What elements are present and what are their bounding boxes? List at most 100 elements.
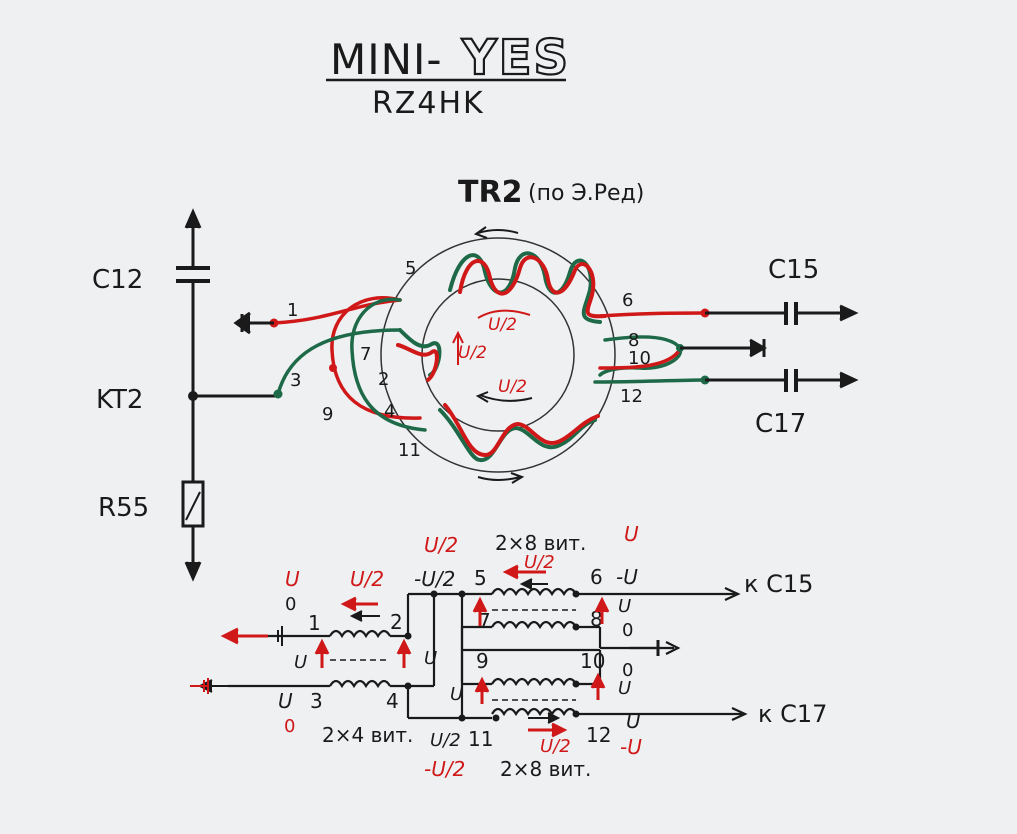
- u-top-right-red: U: [624, 522, 639, 546]
- pin10-schem: 10: [580, 649, 605, 673]
- pin3-schem: 3: [310, 689, 323, 713]
- pin-label-6: 6: [622, 290, 633, 311]
- arrow-up-icon: [184, 208, 202, 229]
- callsign: RZ4HK: [372, 86, 485, 121]
- red-wire-loop: [330, 296, 422, 420]
- green-winding-top: [448, 251, 602, 324]
- pin-label-8: 8: [628, 330, 639, 351]
- coil-9-10: [491, 677, 577, 687]
- c17-label: C17: [755, 409, 806, 439]
- transformer-title: TR2 (по Э.Ред): [458, 175, 644, 210]
- u-left-red: U: [285, 567, 300, 591]
- zero-left-bottom-red: 0: [284, 716, 295, 737]
- minus-half-u-bottom-red: -U/2: [424, 757, 465, 781]
- r55-label: R55: [98, 493, 149, 523]
- pin11-schem: 11: [468, 727, 493, 751]
- ground-schem-left-icon: [190, 678, 209, 694]
- minus-half-u-left: -U/2: [414, 567, 455, 591]
- green-winding-bottom: [438, 408, 597, 462]
- half-u-bottom-red: U/2: [540, 736, 571, 757]
- ground-schem-left-top-icon: [277, 626, 283, 646]
- left-wires: [272, 296, 427, 432]
- half-u-top-red: U/2: [424, 533, 458, 557]
- to-c15-label: к C15: [744, 570, 813, 598]
- rotation-arrowhead-top-icon: [473, 226, 488, 239]
- right-wires: [593, 311, 707, 384]
- left-vertical-chain: [176, 208, 278, 582]
- c15-capacitor: [705, 302, 859, 325]
- half-label-left: U/2: [458, 343, 487, 363]
- toroid-outer: [380, 237, 616, 473]
- core-coupling-lines: [330, 609, 576, 701]
- u-right-12: U: [626, 709, 641, 733]
- red-winding-left: [396, 343, 439, 382]
- red-wire-pin1: [272, 298, 402, 325]
- to-c17-label: к C17: [758, 700, 827, 728]
- pin-label-7: 7: [360, 344, 371, 365]
- winding-top-label: 2×8 вит.: [495, 531, 586, 555]
- coil-5-6: [491, 587, 577, 597]
- half-u-mid-red: U/2: [524, 552, 555, 573]
- red-winding-bottom: [443, 403, 600, 457]
- coil-11-12: [491, 707, 577, 717]
- minus-u-top: -U: [616, 565, 638, 589]
- arrow-inner-top-icon: [477, 309, 531, 319]
- c17-capacitor: [705, 369, 859, 392]
- red-winding-top: [458, 255, 607, 319]
- pin-label-10: 10: [628, 348, 651, 369]
- schematic-wiring: [228, 587, 748, 721]
- toroid-annotations: U/2 U/2 U/2: [452, 309, 533, 403]
- half-label-top: U/2: [488, 315, 517, 335]
- c15-label: C15: [768, 255, 819, 285]
- pin-label-4: 4: [384, 401, 395, 422]
- title-word: YES: [461, 30, 570, 86]
- pin1-schem: 1: [308, 611, 321, 635]
- pin-label-12: 12: [620, 386, 643, 407]
- green-wire-pin12: [593, 378, 707, 384]
- red-wire-pin10: [598, 350, 680, 370]
- rotation-arrow-bottom-icon: [477, 476, 521, 481]
- transformer-name: TR2: [458, 175, 522, 210]
- pin5-schem: 5: [474, 566, 487, 590]
- coil-1-2: [329, 629, 391, 639]
- pin-label-9: 9: [322, 404, 333, 425]
- winding-left-label: 2×4 вит.: [322, 723, 413, 747]
- rotation-arrowhead-bottom-icon: [510, 472, 525, 484]
- toroid-pin-labels: 1 3 5 7 2 4 9 11 6 8 10 12: [287, 258, 651, 461]
- pin-label-5: 5: [405, 258, 416, 279]
- pin9-schem: 9: [476, 649, 489, 673]
- transformer-note: (по Э.Ред): [528, 181, 644, 206]
- ground-left-icon: [233, 311, 274, 335]
- red-arrows: [220, 564, 610, 738]
- ground-right-icon: [680, 338, 768, 358]
- pin-label-1: 1: [287, 300, 298, 321]
- red-wire-pin6: [598, 311, 707, 318]
- r55-hatch: [185, 491, 201, 521]
- u-left-low: U: [450, 684, 463, 705]
- half-u-left-red: U/2: [350, 567, 384, 591]
- c12-label: C12: [92, 265, 143, 295]
- arrow-inner-bottom-icon: [475, 391, 533, 403]
- u-right-low: U: [618, 678, 631, 699]
- pin-label-3: 3: [290, 370, 301, 391]
- pin-label-11: 11: [398, 440, 421, 461]
- half-label-bottom: U/2: [498, 377, 527, 397]
- pin4-schem: 4: [386, 689, 399, 713]
- u-right-8: U: [618, 596, 631, 617]
- pin6-schem: 6: [590, 565, 603, 589]
- rotation-arrow-top-icon: [477, 229, 519, 234]
- zero-right-10: 0: [622, 660, 633, 681]
- u-left-mid-right: U: [424, 648, 437, 669]
- pin-label-2: 2: [378, 369, 389, 390]
- arrow-inner-left-icon: [452, 330, 464, 365]
- coil-7-8: [491, 620, 577, 630]
- toroid-windings: [396, 251, 607, 462]
- schematic-dots: [404, 590, 580, 722]
- pin2-schem: 2: [390, 610, 403, 634]
- pin9-dot: [329, 364, 337, 372]
- winding-bottom-label: 2×8 вит.: [500, 757, 591, 781]
- u-left-mid: U: [294, 652, 307, 673]
- green-wire-pin3: [276, 328, 402, 396]
- pin12-schem: 12: [586, 723, 611, 747]
